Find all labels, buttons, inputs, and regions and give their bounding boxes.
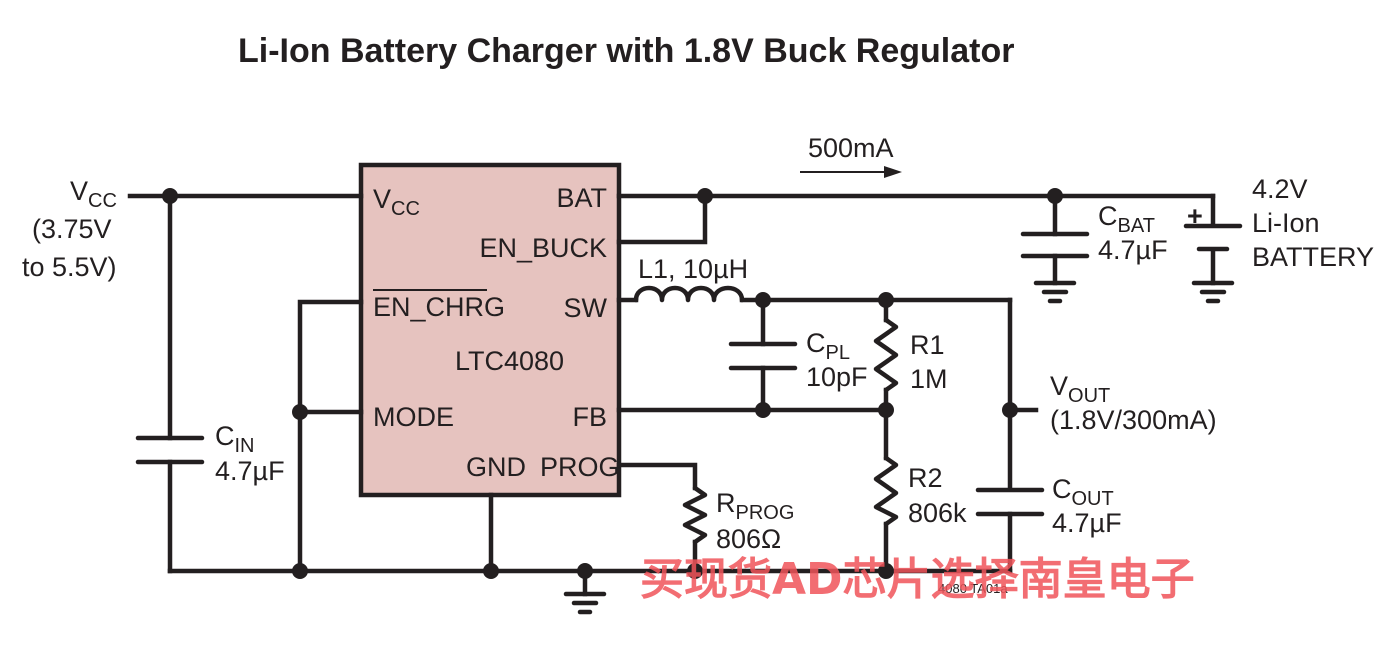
r2-name: R2: [908, 463, 943, 493]
junction-dot: [292, 563, 308, 579]
r2-value: 806k: [908, 498, 967, 528]
vout-name: VOUT: [1050, 371, 1110, 407]
junction-dot: [878, 563, 894, 579]
battery-plus-sign: +: [1187, 201, 1203, 231]
cin-name: CIN: [215, 421, 255, 457]
junction-dot: [577, 563, 593, 579]
ic-part-number: LTC4080: [455, 346, 564, 376]
junction-dot: [162, 188, 178, 204]
junction-dot: [292, 404, 308, 420]
r2-resistor: [873, 455, 899, 527]
pin-fb-label: FB: [572, 402, 607, 432]
junction-dot: [697, 188, 713, 204]
rprog-name: RPROG: [716, 488, 794, 524]
junction-dot: [755, 402, 771, 418]
pin-en-buck-label: EN_BUCK: [479, 233, 607, 263]
rprog-resistor: [682, 485, 708, 545]
ic-body: [358, 162, 622, 498]
cin-value: 4.7µF: [215, 456, 285, 486]
prog-wire: [616, 462, 698, 491]
junction-dot: [687, 563, 703, 579]
junction-dot: [1002, 402, 1018, 418]
ground-symbol-cbat: [1033, 280, 1077, 304]
cout-name: COUT: [1052, 474, 1114, 510]
battery-voltage: 4.2V: [1252, 174, 1308, 204]
diagram-title: Li-Ion Battery Charger with 1.8V Buck Re…: [238, 32, 1014, 70]
battery-label: BATTERY: [1252, 242, 1374, 272]
vout-spec: (1.8V/300mA): [1050, 405, 1217, 435]
inductor-coil: [633, 285, 745, 303]
figure-code: 4080 TA01a: [938, 581, 1008, 596]
r1-value: 1M: [910, 364, 948, 394]
pin-mode-label: MODE: [373, 402, 454, 432]
cpl-value: 10pF: [806, 362, 868, 392]
pin-gnd-label: GND: [466, 452, 526, 482]
vcc-range-line2: to 5.5V): [22, 252, 117, 282]
en-buck-wire: [616, 193, 708, 245]
cout-value: 4.7µF: [1052, 508, 1122, 538]
pin-sw-label: SW: [564, 293, 608, 323]
junction-dot: [483, 563, 499, 579]
ground-symbol-main: [563, 591, 607, 615]
inductor-label: L1, 10µH: [638, 254, 748, 284]
junction-dot: [1047, 188, 1063, 204]
battery-type: Li-Ion: [1252, 208, 1320, 238]
pin-prog-label: PROG: [540, 452, 620, 482]
junction-dot: [878, 292, 894, 308]
rprog-value: 806Ω: [716, 524, 781, 554]
pin-en-chrg-label: EN_CHRG: [373, 292, 505, 322]
pin-bat-label: BAT: [556, 183, 607, 213]
cpl-name: CPL: [806, 328, 850, 364]
current-arrow-head: [884, 166, 902, 178]
watermark-text: 买现货AD芯片选择南皇电子: [640, 554, 1195, 605]
junction-dot: [755, 292, 771, 308]
ground-symbol-battery: [1191, 280, 1235, 304]
r1-name: R1: [910, 330, 945, 360]
current-label: 500mA: [808, 133, 894, 163]
r1-resistor: [873, 317, 899, 393]
vcc-input-label: VCC: [70, 176, 117, 212]
junction-dot: [878, 402, 894, 418]
pin-vcc-label: VCC: [373, 184, 420, 220]
cbat-value: 4.7µF: [1098, 235, 1168, 265]
cbat-name: CBAT: [1098, 201, 1155, 237]
vcc-range-line1: (3.75V: [32, 214, 112, 244]
en-chrg-wire: [297, 299, 364, 574]
